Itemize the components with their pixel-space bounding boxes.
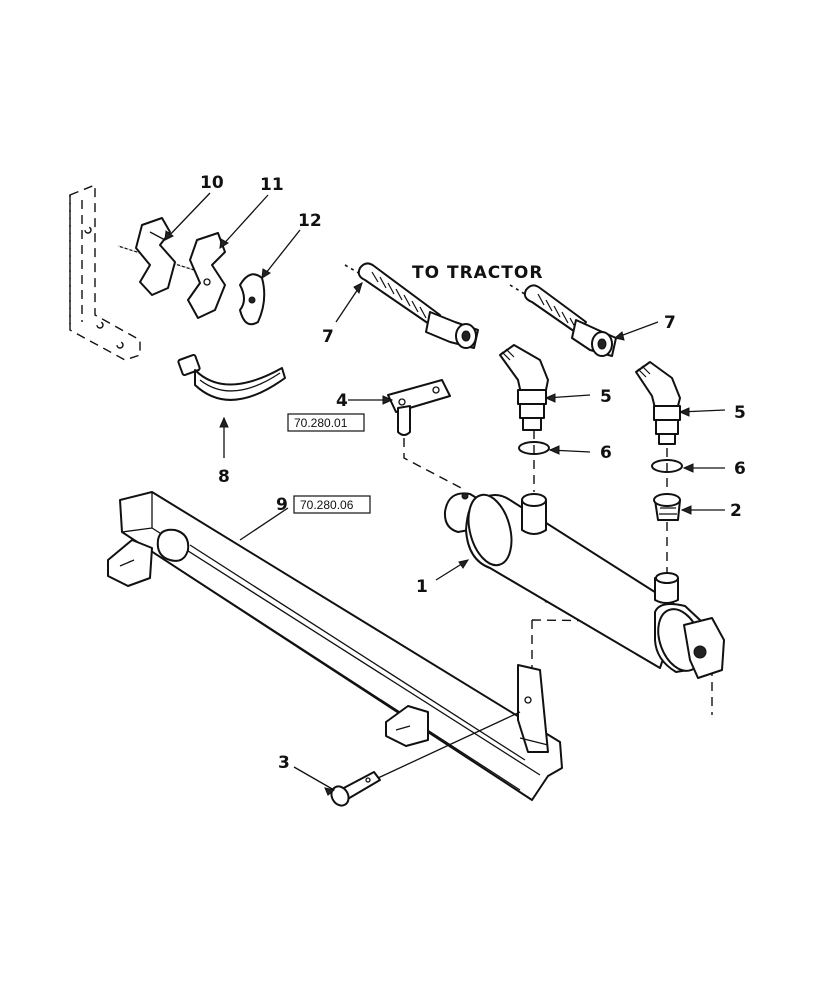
frame-rail-9 bbox=[107, 491, 563, 801]
hose-7-left bbox=[344, 262, 479, 349]
hose-clip-8 bbox=[177, 353, 286, 401]
callout-7-left: 7 bbox=[322, 327, 334, 347]
callout-10: 10 bbox=[200, 173, 224, 193]
callout-8: 8 bbox=[218, 467, 230, 487]
wing-nut-12 bbox=[239, 273, 266, 326]
callout-6-right: 6 bbox=[734, 459, 746, 479]
clamp-block-11 bbox=[187, 232, 226, 319]
reference-label: 70.280.01 bbox=[294, 416, 348, 430]
callout-2: 2 bbox=[730, 501, 742, 521]
reference-box-70-280-01: 70.280.01 bbox=[287, 413, 365, 432]
leader-lines bbox=[164, 192, 726, 796]
elbow-fitting-5-left bbox=[499, 344, 549, 431]
mounting-bracket-outline bbox=[69, 183, 141, 361]
clamp-block-10 bbox=[135, 217, 176, 296]
callout-3: 3 bbox=[278, 753, 290, 773]
hose-7-right bbox=[509, 284, 617, 357]
callout-4: 4 bbox=[336, 391, 348, 411]
plug-2 bbox=[653, 493, 681, 521]
callout-11: 11 bbox=[260, 175, 284, 195]
pin-4 bbox=[387, 379, 451, 436]
callout-5-right: 5 bbox=[734, 403, 746, 423]
clevis-pin-3 bbox=[330, 711, 521, 807]
callout-5-left: 5 bbox=[600, 387, 612, 407]
callout-12: 12 bbox=[298, 211, 322, 231]
callout-6-left: 6 bbox=[600, 443, 612, 463]
hydraulic-cylinder-1 bbox=[443, 492, 725, 679]
heading-to-tractor: TO TRACTOR bbox=[412, 263, 543, 283]
reference-box-70-280-06: 70.280.06 bbox=[293, 495, 371, 514]
callout-9: 9 bbox=[276, 495, 288, 515]
callout-1: 1 bbox=[416, 577, 428, 597]
elbow-fitting-5-right bbox=[635, 361, 681, 445]
callout-7-right: 7 bbox=[664, 313, 676, 333]
reference-label: 70.280.06 bbox=[300, 498, 354, 512]
